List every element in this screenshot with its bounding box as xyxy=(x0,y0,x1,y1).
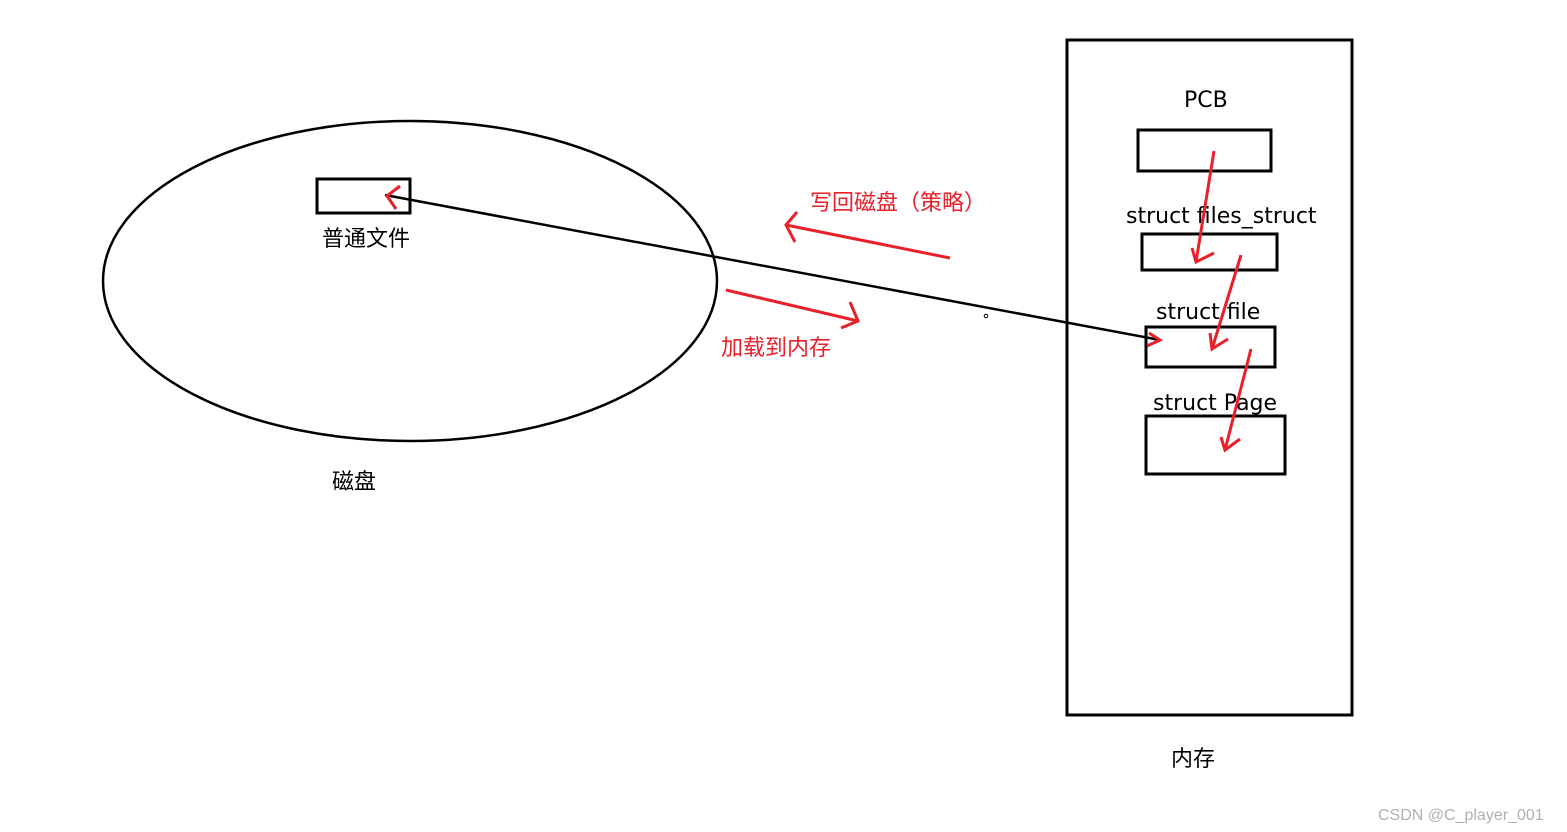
arrowhead-to-file-icon xyxy=(384,184,401,210)
write-back-label: 写回磁盘（策略） xyxy=(810,191,986,216)
files-struct-label: struct files_struct xyxy=(1126,204,1317,229)
regular-file-label: 普通文件 xyxy=(322,227,410,252)
files-to-file-arrowhead-icon xyxy=(1208,332,1229,352)
disk-ellipse xyxy=(101,119,719,443)
regular-file-box xyxy=(315,177,412,215)
file-to-page-arrowhead-icon xyxy=(1219,436,1241,453)
pcb-to-files-arrow xyxy=(1194,150,1216,263)
load-arrowhead-icon xyxy=(840,301,860,330)
file-to-page-arrow xyxy=(1223,348,1253,451)
memory-label: 内存 xyxy=(1171,747,1215,772)
page-struct-label: struct Page xyxy=(1153,391,1277,416)
write-back-arrowhead-icon xyxy=(784,211,799,243)
load-arrow xyxy=(725,288,859,323)
write-back-arrow xyxy=(785,223,951,260)
pcb-box xyxy=(1136,128,1273,173)
memory-box xyxy=(1065,38,1354,717)
pcb-to-files-arrowhead-icon xyxy=(1190,247,1215,265)
pcb-label: PCB xyxy=(1184,88,1228,113)
disk-label: 磁盘 xyxy=(332,470,376,495)
files-struct-box xyxy=(1140,232,1279,272)
arrowhead-to-struct-file-icon xyxy=(1146,331,1164,348)
stray-dot xyxy=(983,313,989,319)
watermark: CSDN @C_player_001 xyxy=(1378,807,1544,824)
page-struct-box xyxy=(1144,414,1287,476)
file-link-line xyxy=(384,193,1161,342)
files-to-file-arrow xyxy=(1210,254,1243,350)
file-struct-box xyxy=(1144,325,1277,369)
file-struct-label: struct file xyxy=(1156,300,1260,325)
load-label: 加载到内存 xyxy=(721,336,831,361)
